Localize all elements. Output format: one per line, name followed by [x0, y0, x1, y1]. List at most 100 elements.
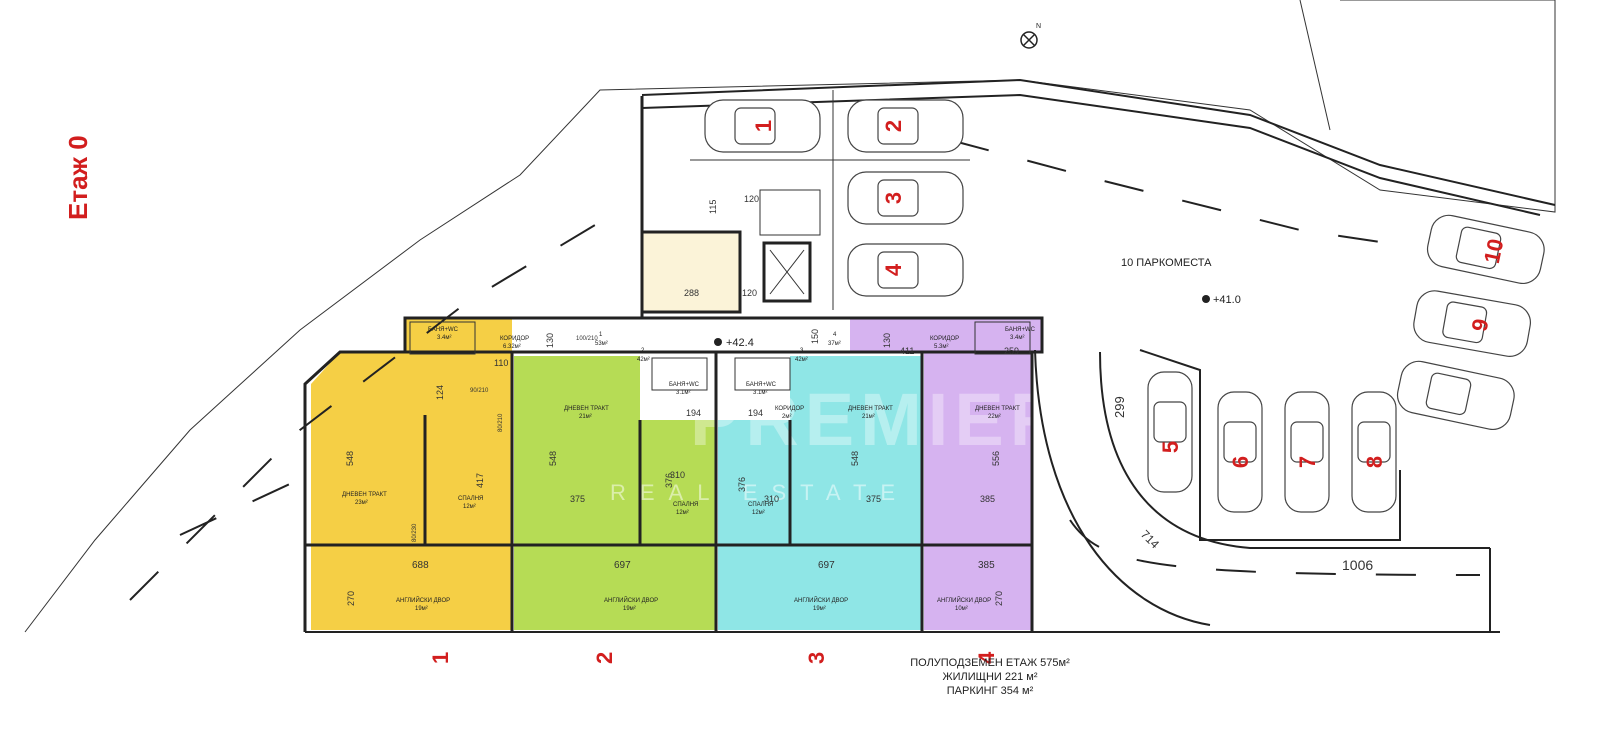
car-window-icon — [1442, 301, 1488, 344]
apartment-numbers: 1 2 3 4 — [428, 651, 999, 664]
room-yard4: АНГЛИЙСКИ ДВОР — [937, 596, 991, 604]
summary-residential: ЖИЛИЩНИ 221 м² — [942, 671, 1038, 683]
dim-270: 270 — [346, 591, 356, 606]
parking-spot-number: 2 — [881, 120, 906, 132]
parking-cars: 1 2 3 4 5 6 7 — [704, 99, 1545, 513]
room-bath2: БАНЯ+WC — [669, 382, 700, 388]
room-apt2-no: 2 — [641, 348, 645, 354]
room-apt1-no: 1 — [599, 332, 603, 338]
dim-688: 688 — [412, 560, 429, 571]
dim-376: 376 — [737, 477, 747, 492]
room-bedroom3-area: 12м² — [752, 510, 765, 516]
dim-259: 259 — [1004, 346, 1019, 356]
parking-count-label: 10 ПАРКОМЕСТА — [1121, 257, 1212, 269]
level-icon — [1202, 295, 1210, 303]
building-walls — [303, 90, 1044, 632]
dim-548: 548 — [345, 451, 355, 466]
room-yard2-area: 19м² — [623, 606, 636, 612]
north-icon — [1020, 31, 1038, 49]
room-corridor1: КОРИДОР — [500, 336, 529, 342]
dim-194: 194 — [748, 408, 763, 418]
room-apt4-no: 4 — [833, 332, 837, 338]
room-corridor3-area: 2м² — [782, 414, 791, 420]
parking-spot-4: 4 — [847, 243, 964, 297]
parking-spot-6: 6 — [1217, 391, 1263, 513]
summary-total: ПОЛУПОДЗЕМЕН ЕТАЖ 575м² — [910, 657, 1070, 669]
dim-548: 548 — [850, 451, 860, 466]
car-window-icon — [1357, 421, 1391, 463]
stairwell-fill — [642, 232, 740, 312]
parking-spot-5: 5 — [1147, 371, 1193, 493]
room-living3-area: 21м² — [862, 414, 875, 420]
dim-130: 130 — [882, 333, 892, 348]
car-window-icon — [877, 179, 919, 217]
door-label: 100/210 — [576, 336, 598, 342]
room-bath1: БАНЯ+WC — [428, 327, 459, 333]
apartment-number-2: 2 — [592, 652, 617, 664]
parking-spot-number: 10 — [1479, 236, 1509, 265]
room-living1-area: 23м² — [355, 500, 368, 506]
north-icon-x2 — [1022, 33, 1036, 47]
road-inner-edge — [641, 93, 1541, 216]
dim-376: 376 — [664, 473, 674, 488]
dim-714: 714 — [1138, 527, 1162, 551]
parking-spot-number: 5 — [1158, 441, 1183, 453]
parking-lot-edge — [1139, 349, 1401, 541]
parking-spot-unnumbered — [1396, 360, 1515, 431]
room-yard4-area: 10м² — [955, 606, 968, 612]
room-bath3-area: 3.1м² — [753, 390, 767, 396]
room-living2-area: 21м² — [579, 414, 592, 420]
parking-spot-number: 6 — [1228, 456, 1253, 468]
parking-spot-number: 3 — [881, 192, 906, 204]
apartment-number-3: 3 — [804, 652, 829, 664]
room-bedroom1-area: 12м² — [463, 504, 476, 510]
level-marker-entrance: +42.4 — [714, 337, 754, 349]
parking-spot-number: 4 — [881, 263, 906, 276]
area-summary: ПОЛУПОДЗЕМЕН ЕТАЖ 575м² ЖИЛИЩНИ 221 м² П… — [880, 656, 1100, 698]
car-window-icon — [734, 107, 776, 145]
summary-parking: ПАРКИНГ 354 м² — [946, 685, 1034, 697]
room-apt2-total: 42м² — [637, 357, 650, 363]
parking-spot-number: 9 — [1467, 317, 1494, 333]
room-bedroom2-area: 12м² — [676, 510, 689, 516]
level-icon — [714, 338, 722, 346]
room-bedroom2: СПАЛНЯ — [673, 502, 698, 508]
dim-375: 375 — [570, 494, 585, 504]
apartment-number-1: 1 — [428, 652, 453, 664]
level-marker-parking: +41.0 — [1202, 294, 1241, 306]
stair-upper — [759, 189, 821, 236]
dim-417: 417 — [475, 473, 485, 488]
bath-apt3 — [734, 357, 791, 391]
car-window-icon — [877, 251, 919, 289]
site-lines — [24, 0, 1556, 633]
north-label: N — [1036, 23, 1041, 30]
car-window-icon — [1425, 372, 1472, 416]
dim-697: 697 — [818, 560, 835, 571]
dim-120: 120 — [742, 288, 757, 298]
room-bedroom1: СПАЛНЯ — [458, 496, 483, 502]
ramp-curve-outer — [1034, 349, 1211, 626]
room-labels: БАНЯ+WC 3.4м² КОРИДОР 6.32м² 53м² 1 42м²… — [342, 327, 1036, 612]
bath-apt2 — [651, 357, 708, 391]
room-apt3-no: 3 — [800, 348, 804, 354]
room-apt4-total: 37м² — [828, 341, 841, 347]
room-corridor1-area: 6.32м² — [503, 344, 521, 350]
room-corridor4-area: 5.3м² — [934, 344, 948, 350]
room-bath3: БАНЯ+WC — [746, 382, 777, 388]
parking-spot-2: 2 — [847, 99, 964, 153]
bath-apt1 — [409, 321, 476, 355]
car-window-icon — [877, 107, 919, 145]
room-living4-area: 22м² — [988, 414, 1001, 420]
car-window-icon — [1223, 421, 1257, 463]
car-window-icon — [1455, 226, 1502, 270]
stair-core — [640, 230, 742, 314]
dim-288: 288 — [684, 288, 699, 298]
parking-spot-8: 8 — [1351, 391, 1397, 513]
north-marker: N — [1020, 23, 1041, 49]
apartment-2-fill — [514, 356, 716, 630]
room-bath2-area: 3.1м² — [676, 390, 690, 396]
room-apt1-total: 53м² — [595, 341, 608, 347]
dimension-labels: 120 115 120 288 150 110 130 130 411 259 … — [345, 194, 1373, 606]
room-living4: ДНЕВЕН ТРАКТ — [975, 406, 1020, 412]
dim-299: 299 — [1112, 396, 1127, 418]
